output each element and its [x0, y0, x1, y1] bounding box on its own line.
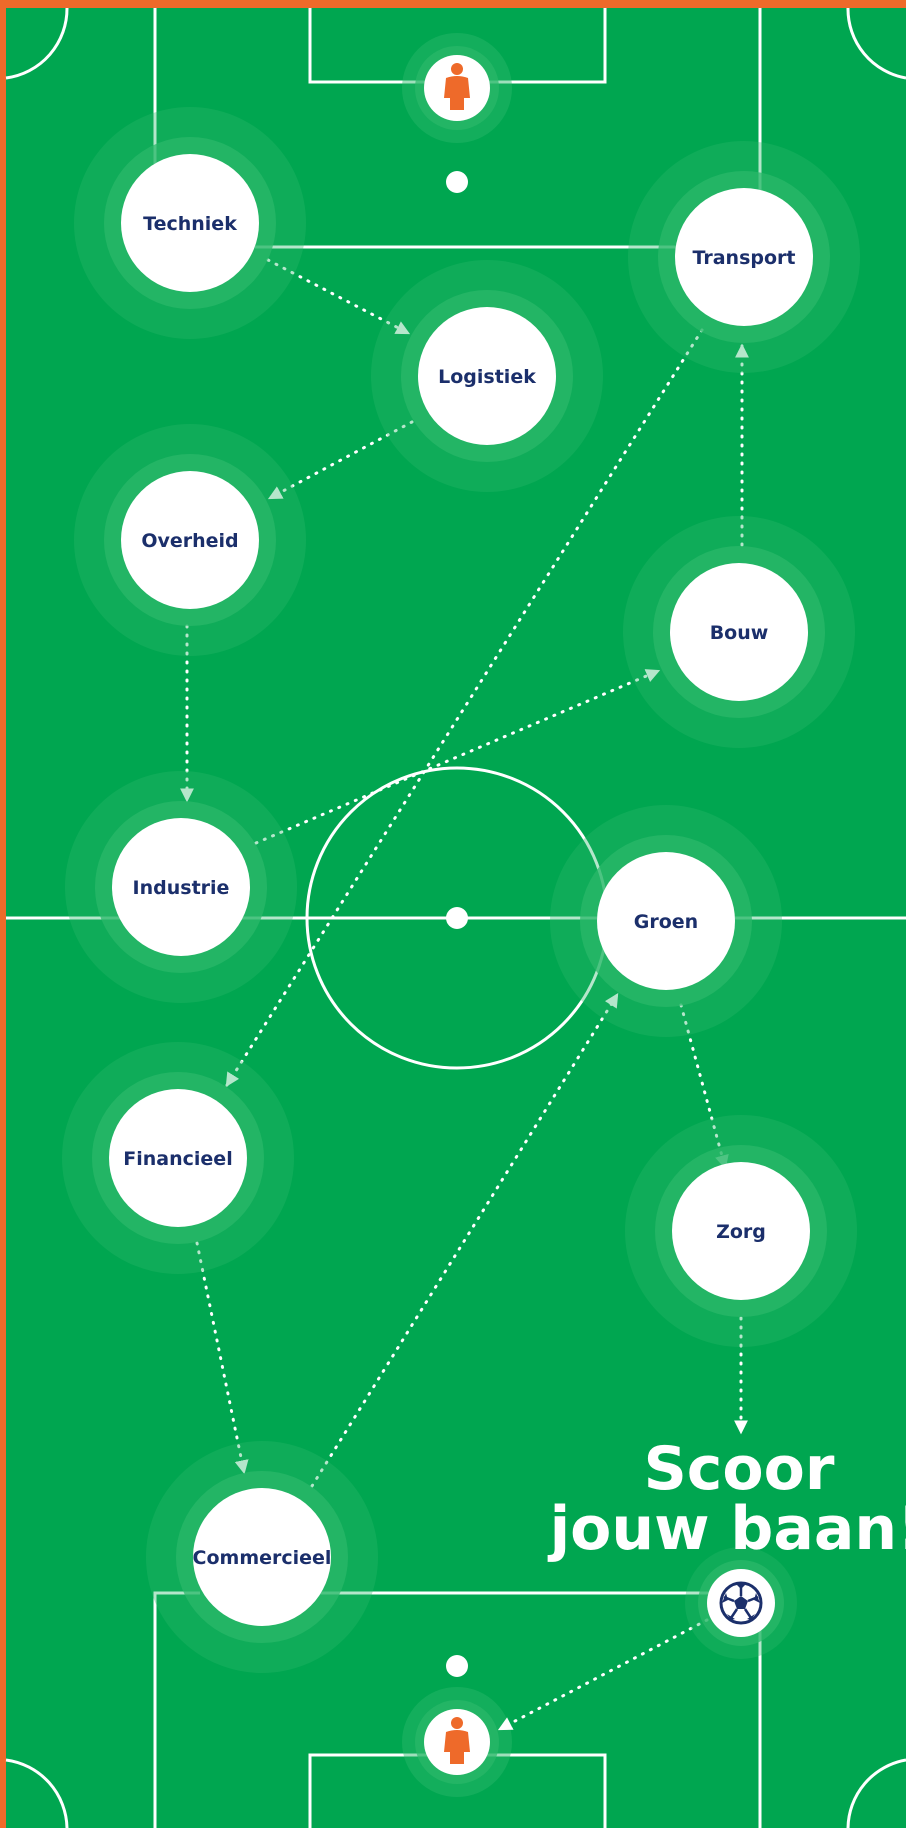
arrow-logistiek-overheid — [267, 420, 414, 500]
arrow-techniek-logistiek — [266, 258, 411, 335]
node-financieel: Financieel — [62, 1042, 294, 1274]
arrow-ball-goalkeeper — [497, 1618, 709, 1731]
top-penalty-spot — [446, 171, 468, 193]
node-label: Techniek — [143, 213, 237, 235]
node-industrie: Industrie — [65, 771, 297, 1003]
arrow-commercieel-groen — [310, 993, 619, 1488]
bottom-penalty-spot — [446, 1655, 468, 1677]
node-techniek: Techniek — [74, 107, 306, 339]
node-logistiek: Logistiek — [371, 260, 603, 492]
node-label: Logistiek — [438, 366, 536, 388]
goalkeeper-bottom — [402, 1687, 512, 1797]
flow-arrows — [180, 258, 749, 1731]
arrow-financieel-commercieel — [195, 1241, 249, 1475]
node-bouw: Bouw — [623, 516, 855, 748]
node-label: Financieel — [123, 1148, 232, 1170]
corner-arc-bottom-right — [846, 1758, 906, 1828]
corner-arc-top-right — [846, 7, 906, 80]
node-zorg: Zorg — [625, 1115, 857, 1347]
node-transport: Transport — [628, 141, 860, 373]
corner-arc-bottom-left — [5, 1758, 69, 1828]
node-label: Commercieel — [193, 1547, 332, 1569]
soccer-ball-icon — [719, 1581, 763, 1625]
arrow-industrie-bouw — [254, 669, 661, 845]
goalkeeper-top — [402, 33, 512, 143]
ball — [685, 1547, 797, 1659]
node-label: Groen — [634, 911, 698, 933]
node-label: Bouw — [710, 622, 769, 644]
arrow-groen-zorg — [679, 1003, 729, 1170]
node-label: Transport — [692, 247, 795, 269]
node-overheid: Overheid — [74, 424, 306, 656]
slogan-line-1: Scoor — [644, 1434, 835, 1504]
node-commercieel: Commercieel — [146, 1441, 378, 1673]
node-label: Overheid — [141, 530, 238, 552]
node-label: Industrie — [133, 877, 230, 899]
slogan-line-2: jouw baan! — [548, 1494, 906, 1564]
goalkeeper-icon — [444, 1717, 470, 1764]
node-label: Zorg — [716, 1221, 766, 1243]
corner-arc-top-left — [5, 7, 69, 80]
goalkeeper-icon — [444, 63, 470, 110]
center-spot — [446, 907, 468, 929]
node-groen: Groen — [550, 805, 782, 1037]
